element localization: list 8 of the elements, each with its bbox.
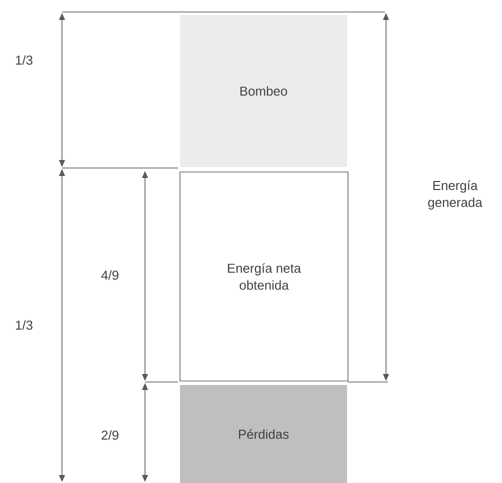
bar: Bombeo (180, 15, 347, 167)
box: Energía neta obtenida (180, 172, 348, 382)
dimension-label: 2/9 (102, 430, 118, 440)
dimension-label: 4/9 (101, 270, 118, 280)
dimension-label: Energía generada (428, 180, 482, 210)
bar: Pérdidas (180, 385, 347, 483)
dimension-label: 1/3 (16, 320, 32, 330)
dimension-label: 1/3 (16, 55, 32, 65)
